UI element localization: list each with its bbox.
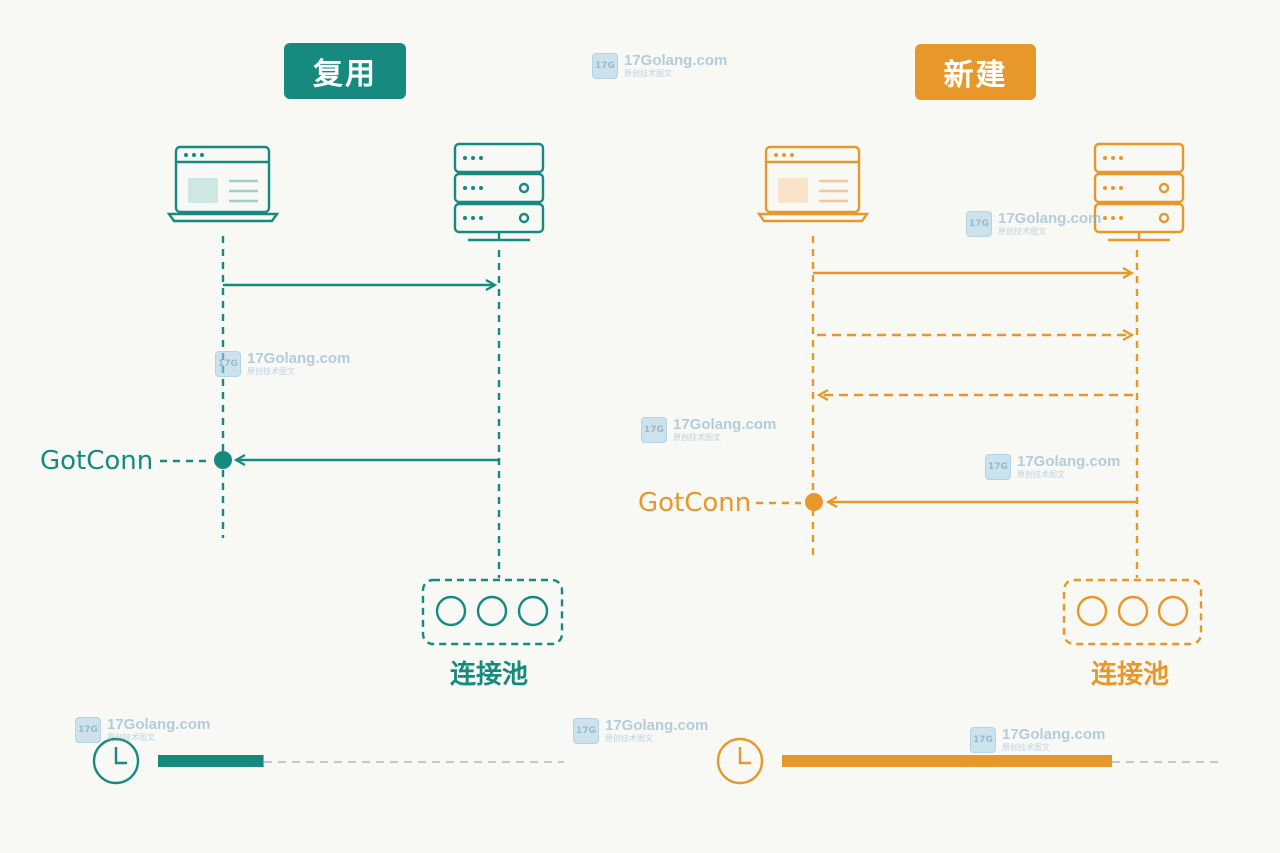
watermark-name: 17Golang.com	[673, 416, 777, 433]
watermark-logo-icon: 17G	[215, 351, 241, 377]
watermark-name: 17Golang.com	[107, 716, 211, 733]
pool-connection	[476, 595, 508, 627]
server-rack-icon	[453, 142, 545, 242]
got-conn-dot	[805, 493, 823, 511]
watermark-sub: 原创技术图文	[247, 367, 295, 376]
got-conn-dot	[214, 451, 232, 469]
watermark-logo-icon: 17G	[592, 53, 618, 79]
watermark-sub: 原创技术图文	[1017, 470, 1065, 479]
server-rack-icon	[1093, 142, 1185, 242]
reuse-title-badge: 复用	[284, 43, 406, 99]
pool-connection	[517, 595, 549, 627]
watermark-logo-icon: 17G	[573, 718, 599, 744]
pool-connection	[1157, 595, 1189, 627]
connection-pool-box	[1062, 578, 1203, 646]
pool-connection	[1117, 595, 1149, 627]
laptop-icon	[166, 145, 280, 223]
reuse-panel	[92, 142, 564, 785]
clock-icon	[92, 737, 140, 785]
new-pool-label: 连接池	[1091, 660, 1170, 690]
watermark-name: 17Golang.com	[247, 350, 351, 367]
laptop-icon	[756, 145, 870, 223]
new-title-badge: 新建	[915, 44, 1036, 100]
watermark-sub: 原创技术图文	[624, 69, 672, 78]
watermark-name: 17Golang.com	[1002, 726, 1106, 743]
watermark-name: 17Golang.com	[624, 52, 728, 69]
new-got-conn-label: GotConn	[638, 488, 752, 518]
watermark-sub: 原创技术图文	[1002, 743, 1050, 752]
watermark-name: 17Golang.com	[1017, 453, 1121, 470]
watermark-name: 17Golang.com	[998, 210, 1102, 227]
watermark-logo-icon: 17G	[985, 454, 1011, 480]
watermark-logo-icon: 17G	[641, 417, 667, 443]
new-panel	[716, 142, 1222, 785]
timeline-duration-bar	[158, 755, 264, 767]
watermark-sub: 原创技术图文	[998, 227, 1046, 236]
watermark-logo-icon: 17G	[75, 717, 101, 743]
watermark-logo-icon: 17G	[970, 727, 996, 753]
watermark-sub: 原创技术图文	[107, 733, 155, 742]
watermark-logo-icon: 17G	[966, 211, 992, 237]
clock-icon	[716, 737, 764, 785]
pool-connection	[435, 595, 467, 627]
timeline-duration-bar	[782, 755, 1112, 767]
reuse-got-conn-label: GotConn	[40, 446, 154, 476]
watermark-name: 17Golang.com	[605, 717, 709, 734]
connection-pool-box	[421, 578, 564, 646]
watermark-sub: 原创技术图文	[673, 433, 721, 442]
reuse-pool-label: 连接池	[450, 660, 529, 690]
watermark-sub: 原创技术图文	[605, 734, 653, 743]
pool-connection	[1076, 595, 1108, 627]
